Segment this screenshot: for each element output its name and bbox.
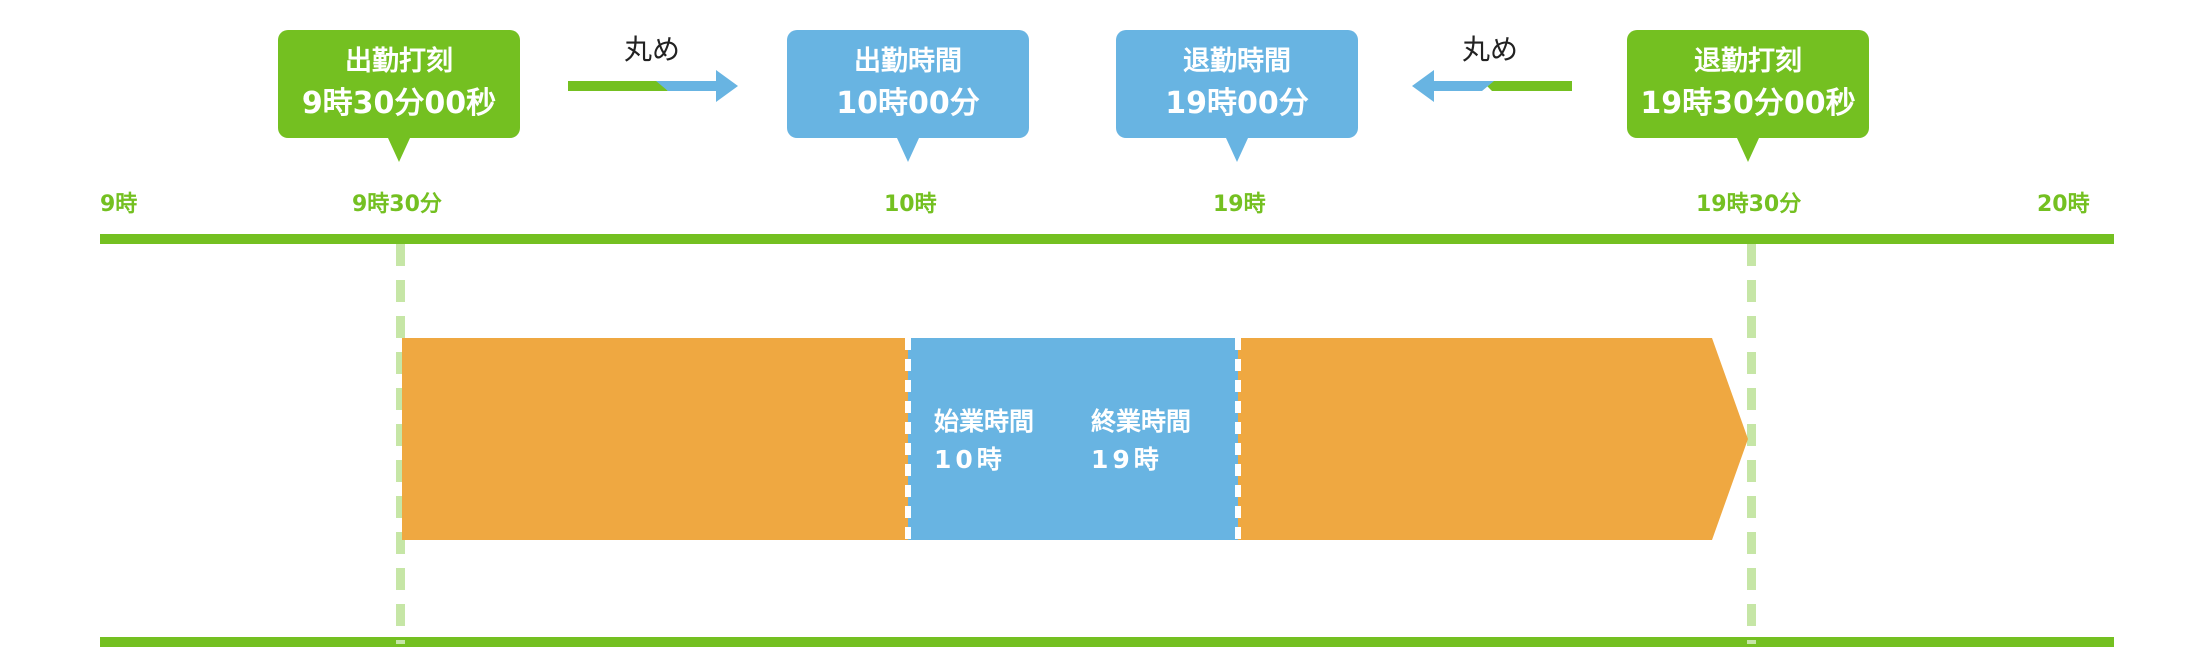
clock-out-stamp-time: 19時30分00秒	[1640, 86, 1856, 121]
start-time-title: 始業時間	[934, 407, 1035, 436]
timeline-axis-top	[100, 234, 2114, 244]
rounding-label-left: 丸め	[624, 33, 681, 66]
clock-out-time-callout: 退勤時間 19時00分	[1116, 30, 1358, 162]
guide-line-clock-out	[1747, 244, 1756, 644]
pre-start-segment	[402, 338, 908, 540]
post-end-segment	[1238, 338, 1748, 540]
clock-out-stamp-callout: 退勤打刻 19時30分00秒	[1627, 30, 1869, 162]
timeline-axis-bottom	[100, 637, 2114, 647]
clock-out-time-title: 退勤時間	[1183, 46, 1291, 77]
end-time-value: 19時	[1091, 445, 1163, 474]
clock-in-time-value: 10時00分	[836, 86, 980, 121]
rounding-label-right: 丸め	[1462, 33, 1519, 66]
rounding-arrow-right-icon	[568, 70, 738, 102]
clock-out-time-value: 19時00分	[1165, 86, 1309, 121]
tick-label-10: 10時	[884, 192, 937, 217]
tick-label-19-30: 19時30分	[1696, 192, 1802, 217]
start-time-label: 始業時間 10時	[934, 403, 1034, 479]
clock-in-stamp-time: 9時30分00秒	[301, 86, 497, 121]
tick-label-9: 9時	[100, 192, 138, 217]
clock-out-stamp-title: 退勤打刻	[1694, 46, 1802, 77]
end-time-label: 終業時間 19時	[1091, 403, 1191, 479]
guide-line-clock-in	[396, 244, 405, 644]
clock-in-time-title: 出勤時間	[854, 46, 962, 77]
clock-in-stamp-callout: 出勤打刻 9時30分00秒	[278, 30, 520, 162]
clock-in-time-callout: 出勤時間 10時00分	[787, 30, 1029, 162]
end-time-title: 終業時間	[1091, 407, 1192, 436]
rounding-arrow-left-icon	[1412, 70, 1572, 102]
clock-in-stamp-title: 出勤打刻	[345, 46, 453, 77]
work-bar	[402, 338, 1748, 540]
start-time-value: 10時	[934, 445, 1006, 474]
tick-label-20: 20時	[2037, 192, 2090, 217]
work-hours-segment	[908, 338, 1238, 540]
tick-label-19: 19時	[1213, 192, 1266, 217]
tick-label-9-30: 9時30分	[352, 192, 442, 217]
